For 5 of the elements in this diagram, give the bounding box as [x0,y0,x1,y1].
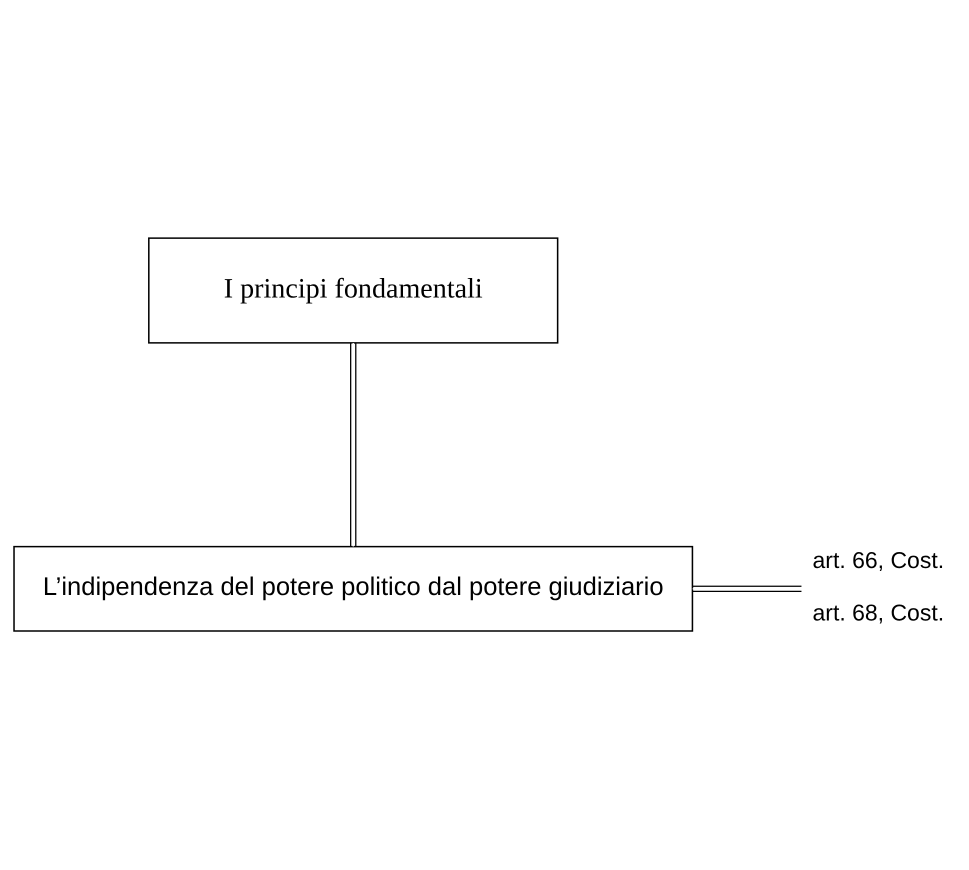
node-label: art. 66, Cost. [812,546,944,573]
node-box: L’indipendenza del potere politico dal potere giudiziario [13,545,694,632]
connector [350,342,356,546]
node-label: art. 68, Cost. [812,599,944,626]
node-box: I principi fondamentali [148,236,558,344]
